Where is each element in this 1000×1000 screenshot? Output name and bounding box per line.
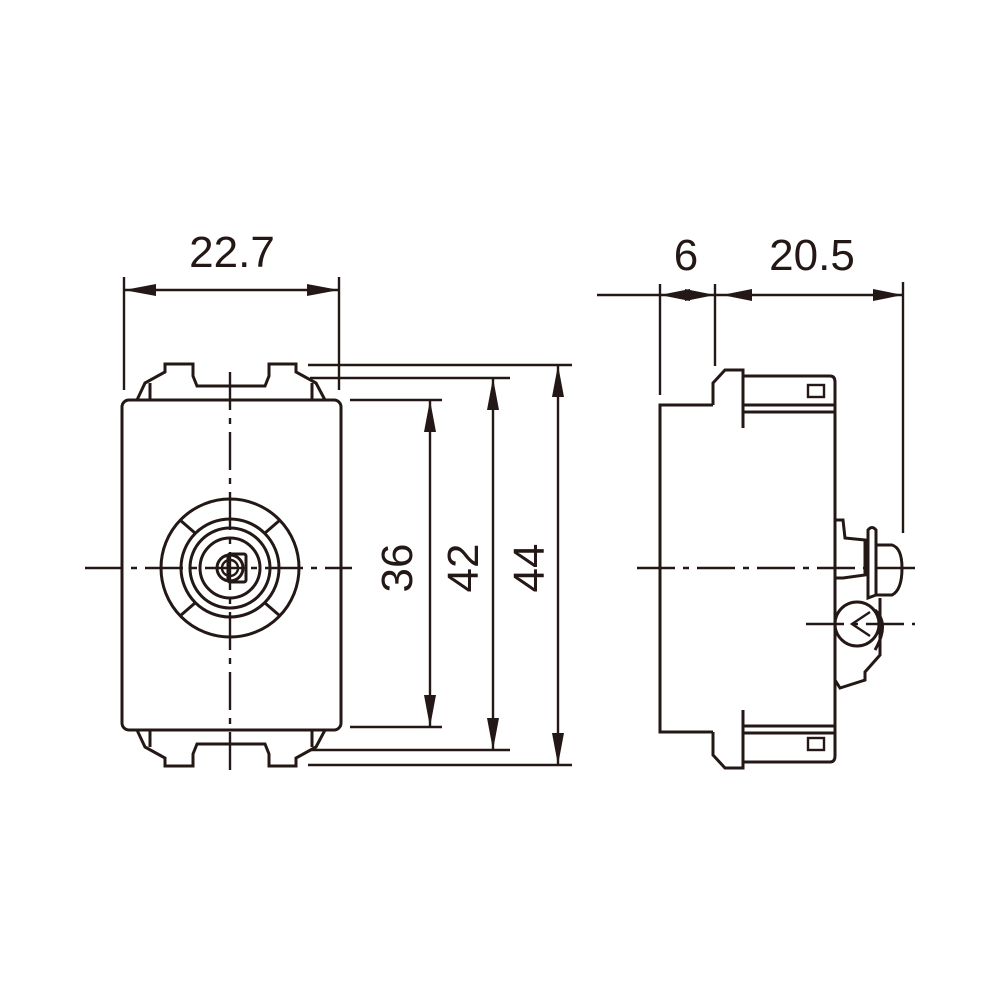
terminal bbox=[833, 518, 904, 690]
dimension-depth: 6 20.5 bbox=[597, 231, 905, 533]
depth-20-5-label: 20.5 bbox=[769, 231, 855, 280]
dimension-width: 22.7 bbox=[122, 228, 341, 390]
front-view bbox=[85, 362, 352, 770]
front-body-outline bbox=[120, 398, 343, 732]
dimension-height-42: 42 bbox=[310, 376, 510, 752]
height-42-label: 42 bbox=[439, 544, 488, 593]
height-44-label: 44 bbox=[505, 544, 554, 593]
depth-6-label: 6 bbox=[674, 231, 698, 280]
width-label: 22.7 bbox=[189, 228, 275, 277]
dimension-height-44: 44 bbox=[308, 363, 572, 767]
side-view bbox=[637, 368, 915, 770]
height-36-label: 36 bbox=[373, 544, 422, 593]
dimension-height-36: 36 bbox=[350, 398, 442, 729]
